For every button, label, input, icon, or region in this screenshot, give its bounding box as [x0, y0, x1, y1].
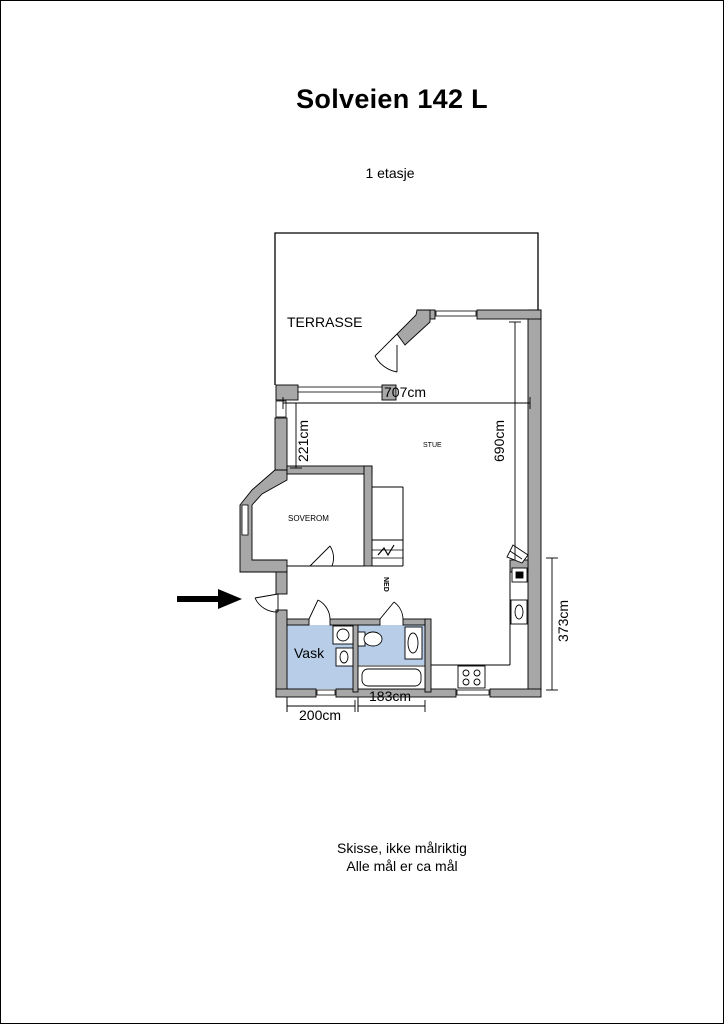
- sink-icon: [335, 647, 354, 667]
- dim-laundry-width: 200cm: [299, 707, 341, 723]
- dim-bath-width: 183cm: [369, 688, 411, 704]
- fireplace-icon: [506, 544, 529, 583]
- dim-kitchen: 373cm: [555, 600, 571, 642]
- windows: [241, 310, 490, 696]
- door-swing-icon: [379, 601, 404, 620]
- bath-fixtures: [332, 625, 426, 690]
- bathtub-icon: [357, 665, 426, 690]
- note-measurements: Alle mål er ca mål: [346, 858, 458, 874]
- kitchen-fixtures: [457, 544, 529, 689]
- door-swing-icon: [254, 593, 279, 613]
- interior-lines: [287, 486, 511, 666]
- laundry-label: Vask: [294, 645, 325, 661]
- living-room-label: STUE: [423, 442, 442, 449]
- sink-icon: [510, 599, 528, 625]
- walls: [239, 309, 542, 698]
- page-title: Solveien 142 L: [296, 84, 488, 114]
- door-swing-icon: [308, 599, 331, 620]
- terrace-label: TERRASSE: [287, 314, 362, 330]
- floor-label: 1 etasje: [365, 165, 415, 181]
- terrace: [274, 232, 539, 385]
- entrance-arrow-icon: [177, 589, 242, 609]
- stairs: [372, 544, 403, 559]
- dim-living-depth: 690cm: [491, 420, 507, 462]
- door-swings: [254, 333, 404, 620]
- stove-icon: [457, 665, 486, 689]
- note-sketch: Skisse, ikke målriktig: [337, 840, 467, 856]
- toilet-icon: [357, 631, 383, 647]
- stairs-label: NED: [382, 577, 389, 592]
- bedroom-label: SOVEROM: [288, 514, 329, 523]
- washing-machine-icon: [332, 625, 354, 645]
- dim-bedroom-offset: 221cm: [295, 420, 311, 462]
- door-swing-icon: [374, 333, 398, 373]
- dimension-lines: [282, 321, 558, 712]
- dim-living-width: 707cm: [384, 384, 426, 400]
- sink-icon: [404, 626, 423, 660]
- door-swing-icon: [309, 545, 334, 567]
